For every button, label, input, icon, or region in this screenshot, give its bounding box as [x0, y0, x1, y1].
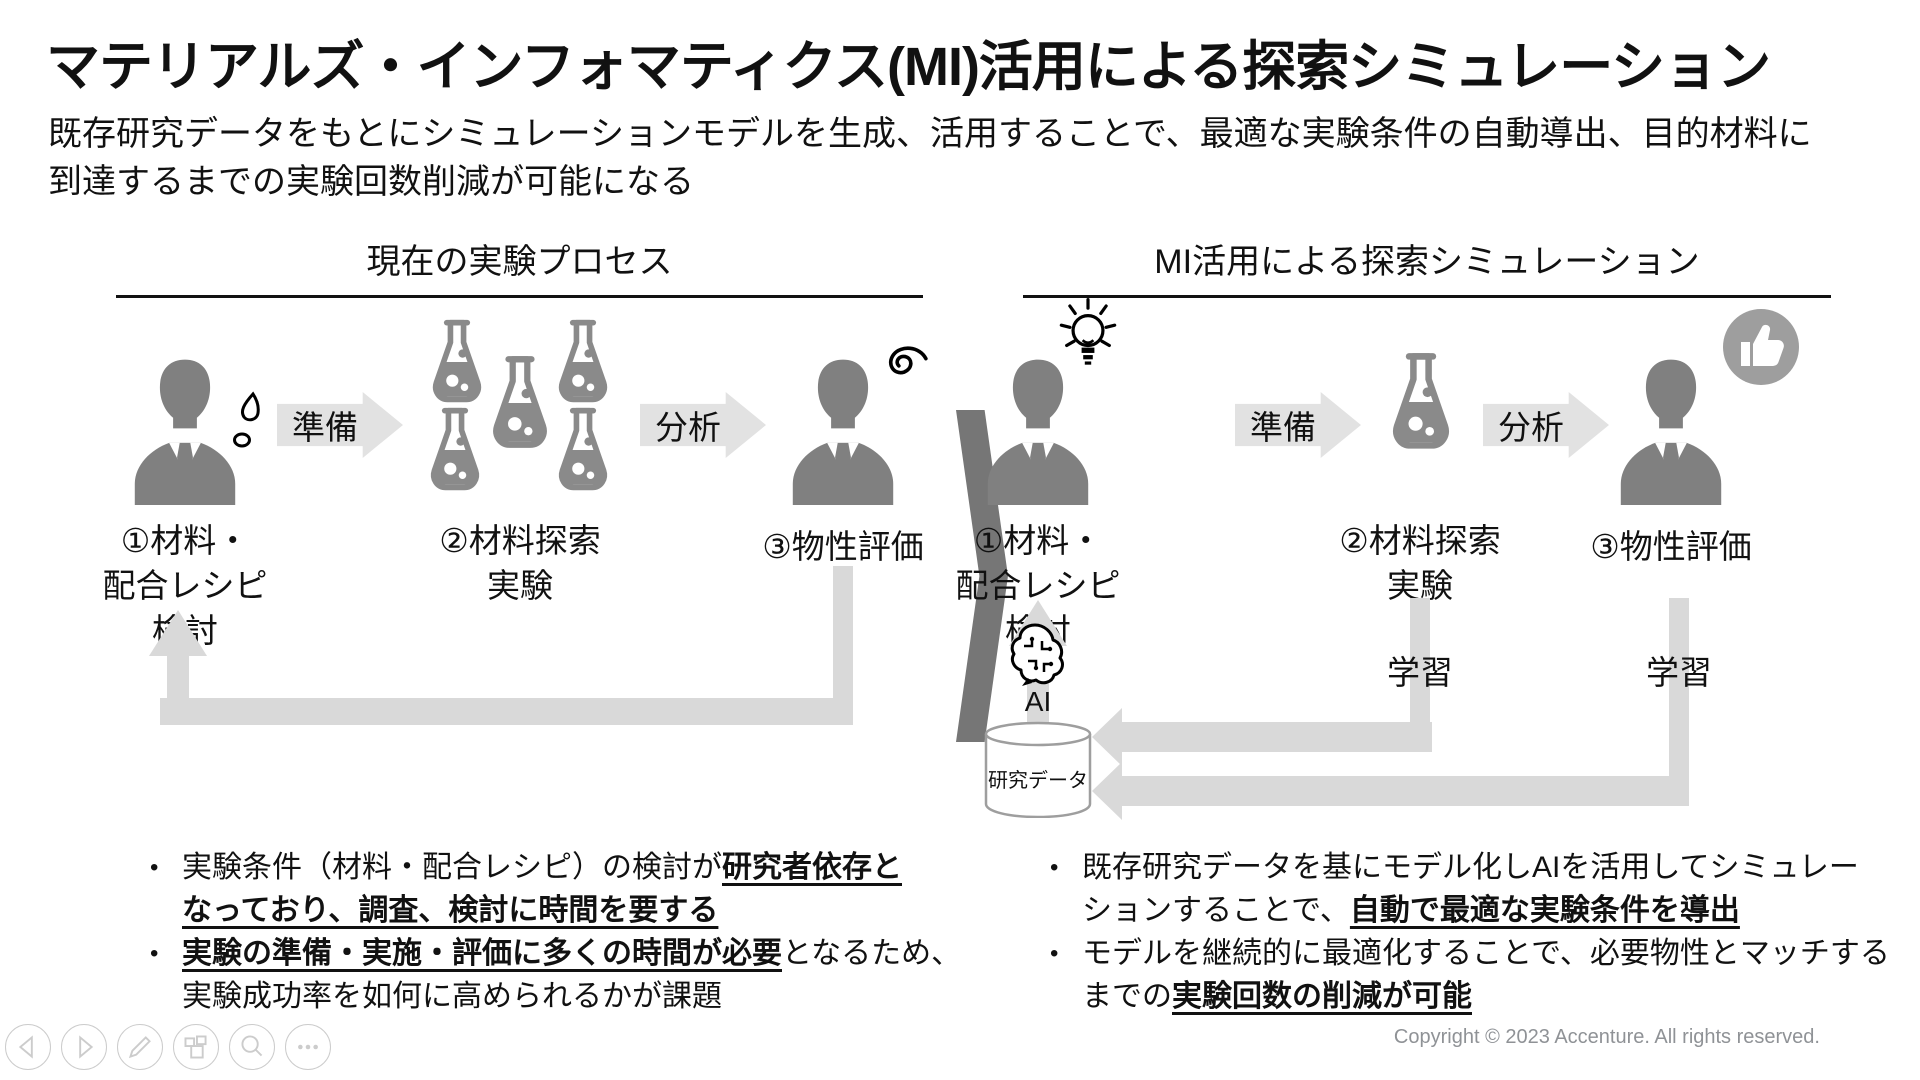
right-step3-label: ③物性評価 — [1590, 528, 1752, 565]
note-line: • 既存研究データを基にモデル化しAIを活用してシミュレー — [1046, 846, 1890, 889]
note-text: ションすることで、 — [1082, 894, 1350, 927]
analyze-arrow: 分析 — [640, 392, 766, 458]
right-panel-header: MI活用による探索シミュレーション — [1023, 234, 1831, 298]
note-emphasis: 自動で最適な実験条件を導出 — [1349, 894, 1740, 927]
subtitle-line-2: 到達するまでの実験回数削減が可能になる — [48, 163, 694, 201]
left-step2-label: ②材料探索 実験 — [439, 522, 601, 604]
next-slide-button[interactable] — [61, 1024, 107, 1070]
note-line: • 実験の準備・実施・評価に多くの時間が必要となるため、 — [146, 932, 961, 975]
subtitle-line-1: 既存研究データをもとにシミュレーションモデルを生成、活用することで、最適な実験条… — [48, 115, 1812, 153]
more-options-button[interactable] — [285, 1024, 331, 1070]
prepare-arrow: 準備 — [1235, 392, 1361, 458]
right-notes: •既存研究データを基にモデル化しAIを活用してシミュレーションすることで、自動で… — [1046, 846, 1890, 1018]
loop-arrow-up-shaft — [167, 654, 189, 700]
ai-brain-icon — [1007, 622, 1067, 688]
ai-label: AI — [1024, 686, 1052, 717]
note-line: なっており、調査、検討に時間を要する — [146, 889, 961, 932]
confusion-swirl-icon — [876, 342, 930, 396]
right-step2-label: ②材料探索 実験 — [1339, 522, 1501, 604]
left-step1-label: ①材料・ 配合レシピ 検討 — [102, 522, 268, 649]
bullet-dot: • — [1050, 854, 1059, 881]
learn-label-step2: 学習 — [1387, 654, 1453, 691]
flask-icon — [549, 318, 617, 406]
sweat-drops-icon — [230, 390, 266, 462]
note-text: 実験条件（材料・配合レシピ）の検討が — [182, 851, 722, 884]
zoom-button[interactable] — [229, 1024, 275, 1070]
note-line: までの実験回数の削減が可能 — [1046, 975, 1890, 1018]
learn-arrow-horizontal-segment — [1122, 776, 1689, 806]
note-text: となるため、 — [782, 937, 962, 970]
learn-label-step3: 学習 — [1646, 654, 1712, 691]
pen-tool-button[interactable] — [117, 1024, 163, 1070]
left-step3-label: ③物性評価 — [762, 528, 924, 565]
learn-arrowhead-left — [1092, 762, 1122, 820]
database-label: 研究データ — [988, 770, 1088, 792]
left-panel-header: 現在の実験プロセス — [116, 234, 923, 298]
copyright-text: Copyright © 2023 Accenture. All rights r… — [1393, 1026, 1820, 1048]
learn-arrow-down-segment — [1410, 598, 1430, 725]
slide-sorter-button[interactable] — [173, 1024, 219, 1070]
thumbs-up-badge-icon — [1722, 308, 1800, 386]
bullet-dot: • — [150, 940, 159, 967]
learn-arrow-horizontal-segment — [1122, 722, 1432, 752]
flask-icon — [421, 406, 489, 494]
note-emphasis: 実験回数の削減が可能 — [1172, 980, 1472, 1013]
note-text: モデルを継続的に最適化することで、必要物性とマッチする — [1082, 937, 1890, 970]
flask-icon — [423, 318, 491, 406]
prepare-arrow: 準備 — [277, 392, 403, 458]
previous-slide-button[interactable] — [5, 1024, 51, 1070]
bullet-dot: • — [1050, 940, 1059, 967]
flask-icon — [549, 406, 617, 494]
researcher-icon — [1604, 357, 1738, 505]
note-text: 実験成功率を如何に高められるかが課題 — [182, 980, 722, 1013]
presenter-toolbar — [5, 1024, 331, 1070]
note-emphasis: 研究者依存と — [722, 851, 902, 884]
idea-lightbulb-icon — [1056, 298, 1120, 378]
note-line: • 実験条件（材料・配合レシピ）の検討が研究者依存と — [146, 846, 961, 889]
flask-icon — [1383, 346, 1459, 458]
note-line: • モデルを継続的に最適化することで、必要物性とマッチする — [1046, 932, 1890, 975]
analyze-arrow: 分析 — [1483, 392, 1609, 458]
note-emphasis: なっており、調査、検討に時間を要する — [182, 894, 719, 927]
learn-arrow-down-segment — [1669, 598, 1689, 779]
loop-arrow-down-segment — [833, 566, 853, 725]
note-line: 実験成功率を如何に高められるかが課題 — [146, 975, 961, 1018]
note-emphasis: 実験の準備・実施・評価に多くの時間が必要 — [182, 937, 782, 970]
note-text: 既存研究データを基にモデル化しAIを活用してシミュレー — [1082, 851, 1859, 884]
slide-subtitle: 既存研究データをもとにシミュレーションモデルを生成、活用することで、最適な実験条… — [48, 110, 1812, 206]
slide-title: マテリアルズ・インフォマティクス(MI)活用による探索シミュレーション — [46, 37, 1771, 97]
researcher-icon — [971, 357, 1105, 505]
left-notes: • 実験条件（材料・配合レシピ）の検討が研究者依存となっており、調査、検討に時間を… — [146, 846, 961, 1018]
loop-arrowhead-up — [149, 610, 207, 656]
loop-arrow-horizontal-segment — [160, 698, 853, 725]
flask-icon — [482, 354, 558, 452]
note-text: までの — [1082, 980, 1172, 1013]
learn-arrowhead-left — [1092, 708, 1122, 766]
note-line: ションすることで、自動で最適な実験条件を導出 — [1046, 889, 1890, 932]
bullet-dot: • — [150, 854, 159, 881]
